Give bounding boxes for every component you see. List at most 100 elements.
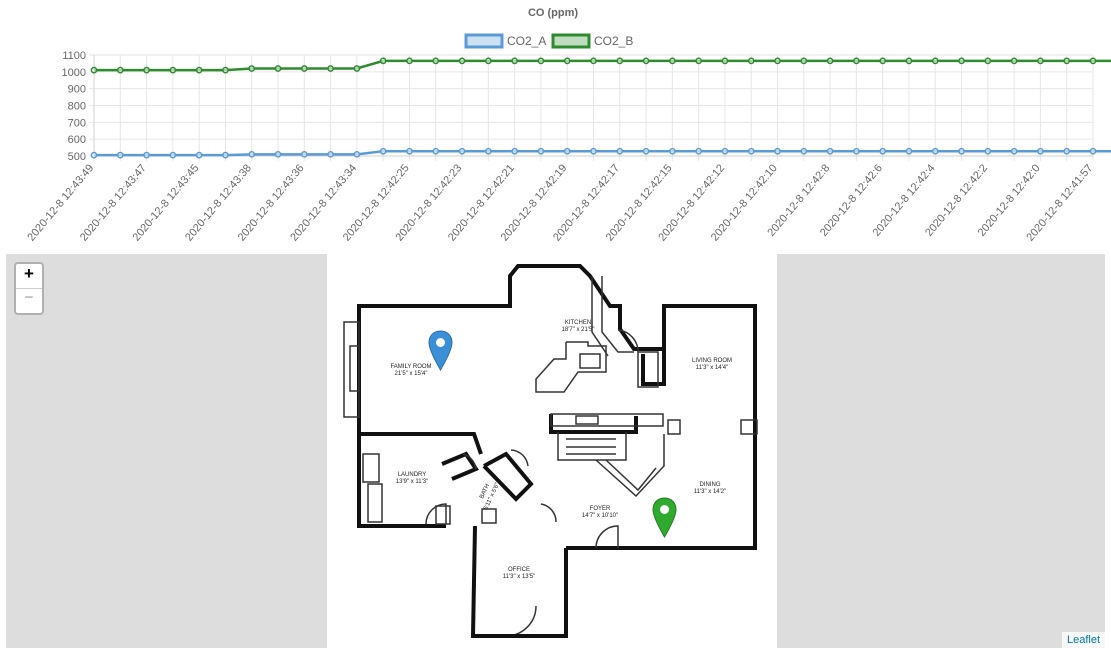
floor-plan-image: KITCHEN 18'7" x 21'5" FAMILY ROOM 21'5" … xyxy=(327,254,777,648)
data-point-co2_a xyxy=(116,151,124,159)
data-point-co2_b xyxy=(931,57,939,65)
legend[interactable]: CO2_A CO2_B xyxy=(464,33,633,49)
data-point-co2_a xyxy=(537,147,545,155)
series-line-co2_b xyxy=(94,59,1111,72)
data-point-co2_a xyxy=(222,151,229,159)
room-label-family-room: FAMILY ROOM xyxy=(390,364,431,370)
room-size-dining: 11'3" x 14'2" xyxy=(694,489,726,495)
data-point-co2_b xyxy=(1063,57,1071,65)
data-point-co2_b xyxy=(248,65,256,72)
data-point-co2_a xyxy=(458,147,466,155)
data-point-co2_b xyxy=(143,66,150,74)
data-point-co2_b xyxy=(195,66,203,74)
data-point-co2_b xyxy=(484,57,492,65)
data-point-co2_b xyxy=(826,57,834,65)
data-point-co2_a xyxy=(1089,147,1097,155)
series-lines xyxy=(90,57,1111,159)
data-point-co2_b xyxy=(800,57,808,65)
data-point-co2_a xyxy=(590,147,597,155)
data-point-co2_b xyxy=(274,65,282,72)
data-point-co2_a xyxy=(274,150,282,158)
data-point-co2_a xyxy=(379,147,387,155)
room-size-laundry: 13'9" x 11'3" xyxy=(396,479,428,485)
data-point-co2_a xyxy=(432,147,440,155)
data-point-co2_a xyxy=(1010,147,1018,155)
data-point-co2_b xyxy=(511,57,518,65)
data-point-co2_b xyxy=(300,65,308,72)
legend-swatch-co2-a xyxy=(464,33,504,49)
room-label-office: OFFICE xyxy=(508,567,530,573)
chart-title: CO (ppm) xyxy=(528,7,578,19)
data-point-co2_a xyxy=(195,151,203,159)
data-point-co2_b xyxy=(853,57,860,65)
y-tick-label: 500 xyxy=(68,151,86,163)
data-point-co2_a xyxy=(169,151,177,159)
floorplan-map[interactable]: KITCHEN 18'7" x 21'5" FAMILY ROOM 21'5" … xyxy=(6,254,1105,648)
legend-label-co2-a[interactable]: CO2_A xyxy=(507,34,546,48)
map-marker-blue[interactable] xyxy=(428,330,453,371)
room-label-laundry: LAUNDRY xyxy=(398,472,427,478)
data-point-co2_a xyxy=(721,147,729,155)
data-point-co2_b xyxy=(458,57,466,65)
data-point-co2_a xyxy=(747,147,755,155)
data-point-co2_a xyxy=(905,147,913,155)
room-size-kitchen: 18'7" x 21'5" xyxy=(562,327,595,333)
y-tick-label: 900 xyxy=(68,84,86,96)
attribution-link[interactable]: Leaflet xyxy=(1061,632,1105,648)
room-size-office: 11'3" x 13'5" xyxy=(503,574,535,580)
room-label-dining: DINING xyxy=(700,482,721,488)
y-tick-label: 1000 xyxy=(62,67,86,79)
y-tick-label: 1100 xyxy=(62,50,86,62)
zoom-in-button[interactable]: + xyxy=(24,264,34,283)
data-point-co2_b xyxy=(169,66,177,74)
data-point-co2_a xyxy=(853,147,860,155)
data-point-co2_b xyxy=(1089,57,1097,65)
data-point-co2_a xyxy=(879,147,887,155)
data-point-co2_b xyxy=(1010,57,1018,65)
room-size-living-room: 11'3" x 14'4" xyxy=(696,365,728,371)
data-point-co2_b xyxy=(90,66,98,74)
data-point-co2_a xyxy=(406,147,413,155)
map-marker-green[interactable] xyxy=(652,497,677,538)
data-point-co2_a xyxy=(300,150,308,158)
data-point-co2_b xyxy=(905,57,913,65)
data-point-co2_b xyxy=(563,57,571,65)
co-line-chart: CO (ppm) CO2_A CO2_B 5006007008009001000… xyxy=(25,7,1111,243)
room-label-living-room: LIVING ROOM xyxy=(692,358,732,364)
data-point-co2_a xyxy=(327,150,334,158)
data-point-co2_a xyxy=(90,151,98,159)
data-point-co2_a xyxy=(616,147,624,155)
room-label-foyer: FOYER xyxy=(590,506,611,512)
data-point-co2_b xyxy=(747,57,755,65)
data-point-co2_b xyxy=(353,65,361,72)
legend-label-co2-b[interactable]: CO2_B xyxy=(594,34,633,48)
data-point-co2_b xyxy=(116,66,124,74)
data-point-co2_a xyxy=(248,150,256,158)
data-point-co2_b xyxy=(379,57,387,65)
data-point-co2_a xyxy=(695,147,703,155)
data-point-co2_a xyxy=(669,147,676,155)
data-point-co2_b xyxy=(958,57,965,65)
data-point-co2_a xyxy=(563,147,571,155)
data-point-co2_b xyxy=(721,57,729,65)
data-point-co2_b xyxy=(327,65,334,72)
data-point-co2_b xyxy=(669,57,676,65)
data-point-co2_a xyxy=(353,150,361,158)
data-point-co2_a xyxy=(774,147,781,155)
zoom-control: + − xyxy=(14,262,44,315)
data-point-co2_a xyxy=(984,147,992,155)
data-point-co2_a xyxy=(511,147,518,155)
data-point-co2_b xyxy=(222,66,229,74)
data-point-co2_b xyxy=(616,57,624,65)
zoom-out-button[interactable]: − xyxy=(16,288,42,313)
data-point-co2_b xyxy=(695,57,703,65)
data-point-co2_a xyxy=(800,147,808,155)
data-point-co2_b xyxy=(432,57,440,65)
data-point-co2_b xyxy=(774,57,781,65)
data-point-co2_a xyxy=(1037,147,1044,155)
chart-grid xyxy=(89,54,1094,161)
data-point-co2_b xyxy=(590,57,597,65)
data-point-co2_a xyxy=(1063,147,1071,155)
room-label-kitchen: KITCHEN xyxy=(565,320,591,326)
